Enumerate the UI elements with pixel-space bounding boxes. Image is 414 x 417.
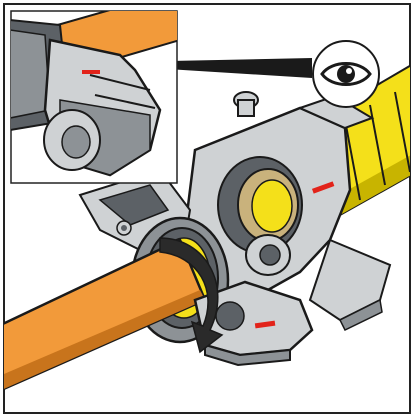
rotation-arrow-icon: [159, 237, 224, 354]
press-tool-body: [178, 91, 375, 312]
inset-detail-view: [10, 10, 178, 184]
inset-alignment-marker: [82, 70, 100, 74]
eye-callout: [312, 40, 380, 108]
alignment-marker-bottom: [254, 320, 276, 329]
press-jaw-front: [193, 280, 314, 367]
alignment-marker-top: [311, 181, 335, 194]
eye-icon: [320, 62, 372, 86]
